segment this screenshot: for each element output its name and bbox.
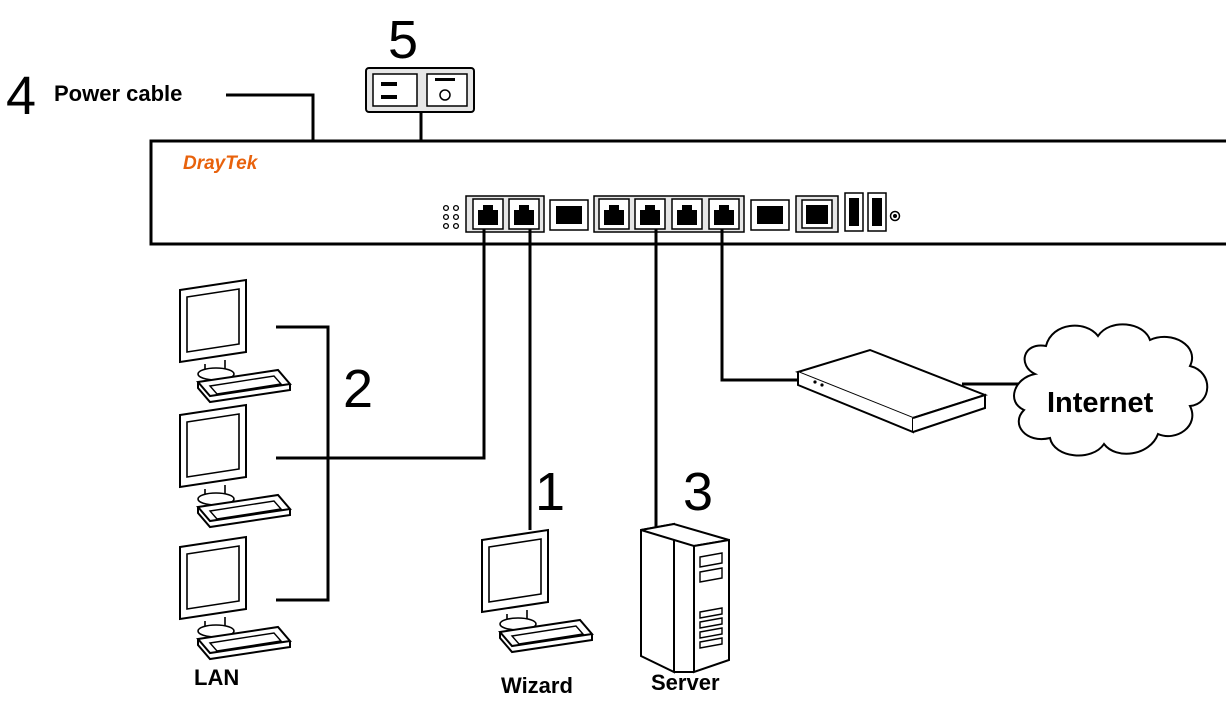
cloud-icon — [1013, 323, 1209, 457]
lan-wire — [276, 229, 486, 460]
power-switch-icon — [365, 67, 475, 113]
draytek-logo: DrayTek — [183, 153, 259, 174]
sfp-port-1[interactable] — [549, 199, 589, 231]
lan-port-4[interactable] — [634, 198, 666, 230]
usb-port-1[interactable] — [844, 192, 864, 232]
wan-port[interactable] — [708, 198, 740, 230]
wizard-computer-icon — [481, 529, 593, 653]
led-indicator-icon — [442, 204, 460, 230]
server-label: Server — [651, 670, 720, 695]
callout-1: 1 — [535, 462, 565, 522]
sfp-port-2[interactable] — [750, 199, 790, 231]
callout-3: 3 — [683, 462, 713, 522]
lan-port-3[interactable] — [598, 198, 630, 230]
lan-bracket — [276, 325, 330, 602]
wan-wire — [720, 229, 800, 382]
lan-port-2[interactable] — [508, 198, 540, 230]
lan-port-1[interactable] — [472, 198, 504, 230]
lan-computer-icon-3 — [179, 536, 291, 660]
lan-computer-icon-1 — [179, 279, 291, 403]
console-port[interactable] — [795, 195, 839, 233]
modem-icon — [794, 348, 988, 434]
callout-5: 5 — [388, 10, 418, 70]
usb-port-2[interactable] — [867, 192, 887, 232]
callout-4: 4 — [6, 66, 36, 126]
server-tower-icon — [640, 522, 730, 674]
router-front-panel — [149, 139, 1226, 246]
reset-button-icon[interactable] — [889, 210, 901, 222]
lan-port-5[interactable] — [671, 198, 703, 230]
internet-label: Internet — [1047, 387, 1154, 419]
power-cable-wire — [226, 93, 315, 141]
lan-computer-icon-2 — [179, 404, 291, 528]
wizard-label: Wizard — [501, 673, 573, 698]
power-cable-label: Power cable — [54, 81, 182, 106]
lan-label: LAN — [194, 665, 239, 690]
callout-2: 2 — [343, 359, 373, 419]
